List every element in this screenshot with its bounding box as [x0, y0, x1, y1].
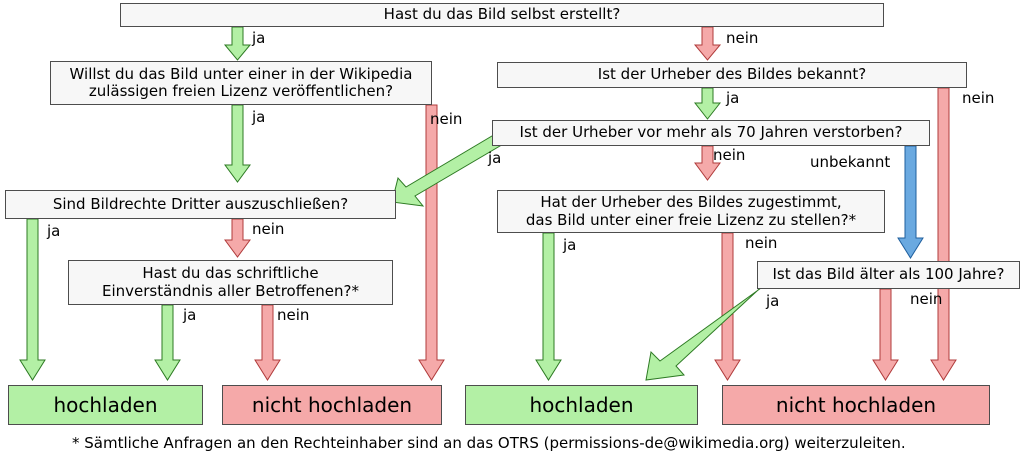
- arrow-q7-ja: [154, 304, 181, 381]
- edge-label-q4-ja: ja: [488, 149, 502, 167]
- arrow-q3-nein: [930, 87, 957, 381]
- terminal-hochladen-2[interactable]: hochladen: [465, 385, 698, 425]
- edge-label-q2-ja: ja: [252, 108, 266, 126]
- arrow-q8-ja-diagonal: [645, 278, 771, 381]
- edge-label-q1-nein: nein: [726, 29, 759, 47]
- arrow-q4-unbekannt: [897, 145, 924, 259]
- arrow-q4-ja-diagonal: [391, 132, 506, 207]
- edge-label-q8-ja: ja: [766, 292, 780, 310]
- edge-label-q1-ja: ja: [252, 29, 266, 47]
- node-q1-selbst-erstellt[interactable]: Hast du das Bild selbst erstellt?: [120, 3, 884, 27]
- node-q5-bildrechte-dritter[interactable]: Sind Bildrechte Dritter auszuschließen?: [5, 190, 396, 219]
- edge-label-q4-unbekannt: unbekannt: [810, 153, 891, 171]
- edge-label-q3-ja: ja: [726, 89, 740, 107]
- node-q4-urheber-70-jahre[interactable]: Ist der Urheber vor mehr als 70 Jahren v…: [492, 120, 930, 146]
- arrow-q8-nein: [872, 288, 899, 381]
- node-q8-bild-aelter-100-jahre[interactable]: Ist das Bild älter als 100 Jahre?: [757, 261, 1020, 289]
- arrow-q5-nein: [224, 218, 251, 258]
- arrow-q2-ja: [224, 104, 251, 183]
- arrow-q6-ja: [535, 232, 562, 381]
- node-q7-schriftliches-einverstaendnis[interactable]: Hast du das schriftliche Einverständnis …: [68, 260, 393, 305]
- node-q6-urheber-zugestimmt[interactable]: Hat der Urheber des Bildes zugestimmt, d…: [497, 190, 885, 233]
- arrow-q5-ja: [19, 218, 46, 381]
- arrow-q3-ja: [693, 87, 722, 120]
- edge-label-q2-nein: nein: [430, 110, 463, 128]
- arrow-q6-nein: [714, 232, 741, 381]
- arrow-q2-nein: [418, 104, 445, 381]
- terminal-nicht-hochladen-2[interactable]: nicht hochladen: [722, 385, 990, 425]
- edge-label-q6-nein: nein: [745, 234, 778, 252]
- node-q2-freie-lizenz[interactable]: Willst du das Bild unter einer in der Wi…: [50, 61, 432, 105]
- arrow-q1-nein: [693, 26, 722, 61]
- terminal-hochladen-1[interactable]: hochladen: [8, 385, 203, 425]
- edge-label-q5-ja: ja: [47, 222, 61, 240]
- edge-label-q3-nein: nein: [962, 89, 995, 107]
- arrow-q1-ja: [223, 26, 252, 61]
- edge-label-q4-nein: nein: [713, 146, 746, 164]
- edge-label-q6-ja: ja: [563, 236, 577, 254]
- edge-label-q8-nein: nein: [910, 290, 943, 308]
- edge-label-q7-ja: ja: [183, 306, 197, 324]
- footnote-otrs: * Sämtliche Anfragen an den Rechteinhabe…: [72, 434, 906, 452]
- node-q3-urheber-bekannt[interactable]: Ist der Urheber des Bildes bekannt?: [497, 62, 967, 88]
- edge-label-q5-nein: nein: [252, 220, 285, 238]
- edge-label-q7-nein: nein: [277, 306, 310, 324]
- terminal-nicht-hochladen-1[interactable]: nicht hochladen: [222, 385, 442, 425]
